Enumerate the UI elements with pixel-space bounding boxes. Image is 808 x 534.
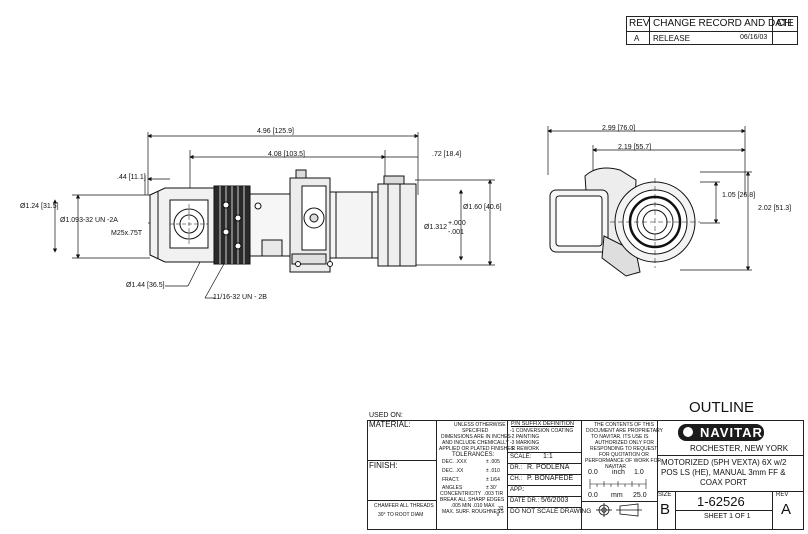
tolerance-angles-label: ANGLES <box>442 485 463 491</box>
ruler-mm-unit: mm <box>611 492 623 499</box>
description-line-2: POS LS (HE), MANUAL 3mm FF & <box>661 468 786 477</box>
projection-symbol-icon <box>596 503 642 517</box>
surface-roughness-label: MAX. SURF. ROUGHNESS <box>442 509 504 515</box>
scale-label: SCALE: <box>510 454 532 460</box>
surface-roughness-value: 32 <box>498 506 504 512</box>
proprietary-line-2: DOCUMENT ARE PROPRIETARY <box>586 428 663 434</box>
checked-by-label: CH.: <box>510 476 522 482</box>
size-label: SIZE <box>658 492 672 498</box>
tolerance-dec3-label: DEC. .XXX <box>442 459 467 465</box>
note-line-1: UNLESS OTHERWISE <box>454 422 506 428</box>
chamfer-line-1: CHAMFER ALL THREADS <box>374 503 434 509</box>
size-value: B <box>660 501 671 518</box>
dim-ring-diameter: Ø1.44 [36.5] <box>126 282 165 289</box>
ruler-inch-end: 1.0 <box>634 469 644 476</box>
dim-tail-diameter: Ø1.60 [40.6] <box>463 204 502 211</box>
dim-overall-length: 4.96 [125.9] <box>257 128 294 135</box>
dim-body-length: 4.08 [103.5] <box>268 151 305 158</box>
rev-label: REV <box>776 492 789 498</box>
suffix-r: -R REWORK <box>510 446 540 452</box>
material-label: MATERIAL: <box>369 420 411 429</box>
ch-header: CH <box>777 18 792 29</box>
dim-thread-m25: M25x.75T <box>111 230 143 237</box>
tolerance-dec3-value: ± .005 <box>486 459 500 465</box>
approved-label: APP.: <box>510 487 525 493</box>
company-location: ROCHESTER, NEW YORK <box>690 444 789 453</box>
sheet-number: SHEET 1 OF 1 <box>704 513 751 520</box>
description-line-3: COAX PORT <box>700 478 747 487</box>
tolerance-fract-label: FRACT. <box>442 477 460 483</box>
company-name: NAVITAR <box>700 425 763 440</box>
tolerance-angles-value: ± 30' <box>486 485 497 491</box>
dim-end-height: 2.02 [51.3] <box>758 205 792 212</box>
drawing-title: OUTLINE <box>689 399 755 416</box>
proprietary-line-3: TO NAVITAR. ITS USE IS <box>591 434 649 440</box>
concentricity-value: .003 TIR <box>484 491 504 497</box>
dim-tolerance-minus: -.001 <box>448 229 464 236</box>
rev-header: REV <box>629 18 650 29</box>
tolerance-dec2-label: DEC. .XX <box>442 468 464 474</box>
note-line-5: APPLIED OR PLATED FINISHES <box>439 446 514 452</box>
dim-end-width: 2.99 [76.0] <box>602 125 636 132</box>
suffix-1: -1 CONVERSION COATING <box>510 428 574 434</box>
chamfer-line-2: 30° TO ROOT DIAM <box>378 512 424 518</box>
rev-value: A <box>781 501 792 518</box>
dim-thread-side: 11/16-32 UN - 2B <box>213 294 267 301</box>
dim-body-diameter: Ø1.312 <box>424 224 447 231</box>
checked-by-value: P. BONAFEDE <box>527 475 574 482</box>
suffix-3: -3 MARKING <box>510 440 540 446</box>
dim-tail-length: .72 [18.4] <box>432 151 462 158</box>
proprietary-line-1: THE CONTENTS OF THIS <box>594 422 654 428</box>
rev-row-date: 06/16/03 <box>740 34 768 41</box>
change-record-header: CHANGE RECORD AND DATE <box>653 18 794 29</box>
break-edges-value: .005 MIN .010 MAX <box>451 503 495 509</box>
proprietary-line-6: FOR QUOTATION OR <box>599 452 649 458</box>
date-drawn-label: DATE DR.: <box>510 498 540 504</box>
drawn-by-value: R. PODLENA <box>527 464 570 471</box>
dim-head-diameter: Ø1.24 [31.5] <box>20 203 59 210</box>
dim-thread-mount: Ø1.093-32 UN -2A <box>60 217 118 224</box>
surface-finish-icon: √ <box>496 511 500 518</box>
ruler-mm-end: 25.0 <box>633 492 647 499</box>
proprietary-line-4: AUTHORIZED ONLY FOR <box>595 440 654 446</box>
proprietary-line-8: NAVITAR <box>605 464 626 470</box>
break-edges-label: BREAK ALL SHARP EDGES <box>440 497 505 503</box>
note-line-2: SPECIFIED <box>462 428 489 434</box>
tolerance-dec2-value: ± .010 <box>486 468 500 474</box>
side-view-drawing <box>52 126 752 299</box>
concentricity-label: CONCENTRICITY <box>440 491 482 497</box>
date-drawn-value: 5/6/2003 <box>541 497 569 504</box>
description-line-1: MOTORIZED (5PH VEXTA) 6X w/2 <box>661 458 787 467</box>
tolerances-title: TOLERANCES: <box>452 452 495 458</box>
ruler-inch-start: 0.0 <box>588 469 598 476</box>
tolerance-fract-value: ± 1/64 <box>486 477 500 483</box>
scale-value: 1:1 <box>543 453 553 460</box>
do-not-scale-note: DO NOT SCALE DRAWING <box>510 508 592 515</box>
note-line-4: AND INCLUDE CHEMICALLY <box>442 440 509 446</box>
ruler-inch-unit: inch <box>612 469 625 476</box>
finish-label: FINISH: <box>369 461 398 470</box>
drawn-by-label: DR.: <box>510 465 522 471</box>
part-number: 1-62526 <box>697 494 745 509</box>
note-line-3: DIMENSIONS ARE IN INCHES <box>441 434 511 440</box>
dim-end-height-center: 1.05 [26.8] <box>722 192 756 199</box>
dim-tolerance-plus: +.000 <box>448 220 466 227</box>
proprietary-line-5: RESPONDING TO REQUEST <box>590 446 658 452</box>
dim-end-width-inner: 2.19 [55.7] <box>618 144 652 151</box>
scale-ruler <box>589 479 647 489</box>
dim-head-length: .44 [11.1] <box>117 174 146 181</box>
suffix-2: -2 PAINTING <box>510 434 540 440</box>
rev-row-description: RELEASE <box>653 34 690 43</box>
logo-circle-icon <box>683 427 693 437</box>
used-on-label: USED ON: <box>369 412 403 419</box>
ruler-mm-start: 0.0 <box>588 492 598 499</box>
proprietary-line-7: PERFORMANCE OF WORK FOR <box>585 458 662 464</box>
company-logo: NAVITAR <box>678 424 764 441</box>
rev-row-letter: A <box>634 34 640 43</box>
suffix-title: P/N SUFFIX DEFINITION <box>511 421 574 427</box>
